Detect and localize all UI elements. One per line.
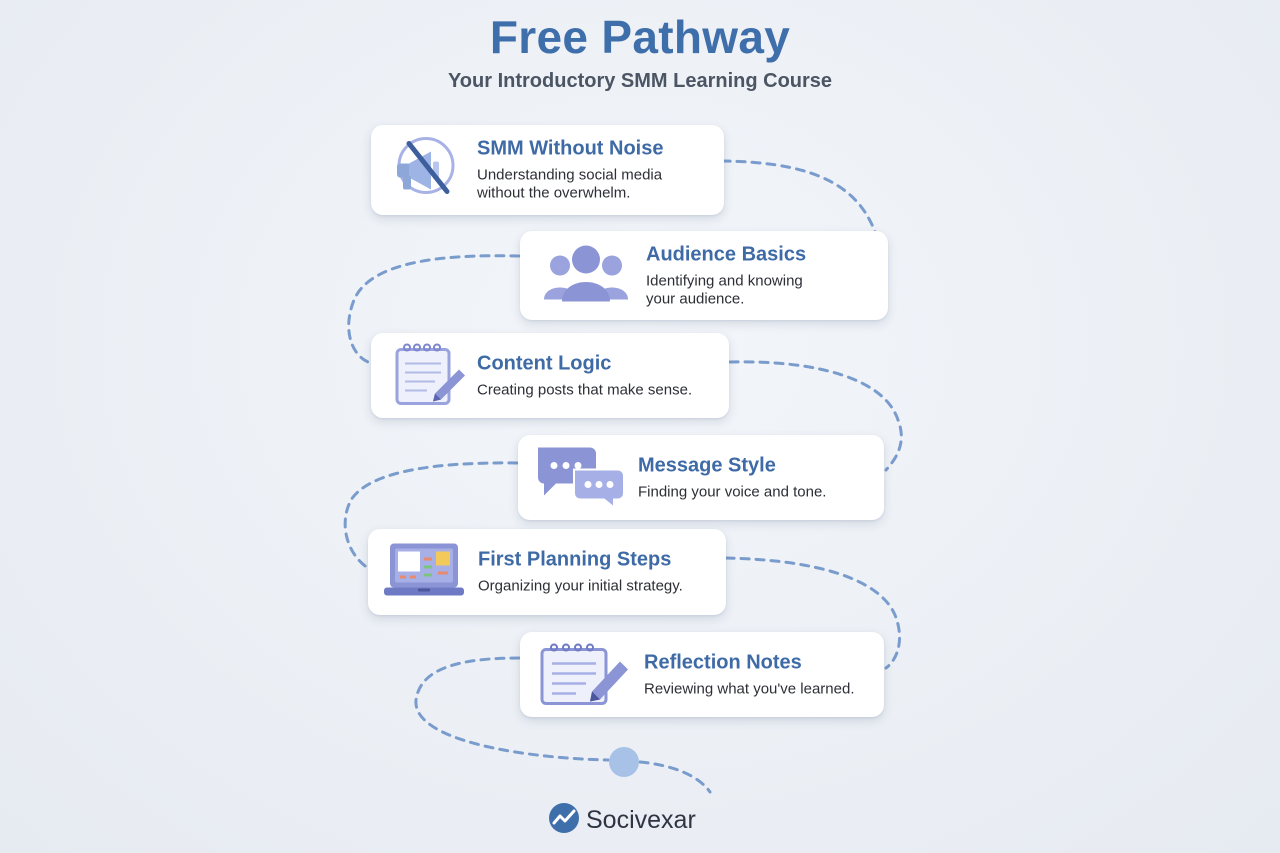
step-title: Audience Basics: [646, 243, 807, 265]
step-description: Finding your voice and tone.: [638, 483, 827, 500]
step-card-audience-basics[interactable]: Audience Basics Identifying and knowing …: [520, 231, 888, 320]
socivexar-logo-icon: [548, 802, 580, 839]
chat-bubbles-icon: [534, 443, 626, 512]
step-description: Organizing your initial strategy.: [478, 577, 683, 595]
step-description: Reviewing what you've learned.: [644, 680, 855, 697]
brand-name: Socivexar: [586, 805, 696, 834]
step-card-message-style[interactable]: Message Style Finding your voice and ton…: [518, 435, 884, 520]
step-card-reflection-notes[interactable]: Reflection Notes Reviewing what you've l…: [520, 632, 884, 717]
pathway-end-dot: [609, 747, 639, 777]
reflection-notepad-icon: [540, 639, 632, 710]
page-title: Free Pathway: [489, 11, 791, 63]
step-title: Content Logic: [477, 352, 612, 374]
muted-megaphone-icon: [393, 136, 457, 205]
notepad-pencil-icon: [395, 341, 467, 410]
step-description: Identifying and knowing your audience.: [646, 272, 803, 307]
step-card-content-logic[interactable]: Content Logic Creating posts that make s…: [371, 333, 729, 418]
step-card-first-planning-steps[interactable]: First Planning Steps Organizing your ini…: [368, 529, 726, 615]
step-title: Message Style: [638, 454, 776, 476]
step-title: Reflection Notes: [644, 651, 802, 673]
page-subtitle: Your Introductory SMM Learning Course: [447, 70, 833, 92]
step-card-smm-without-noise[interactable]: SMM Without Noise Understanding social m…: [371, 125, 724, 215]
planning-laptop-icon: [384, 540, 464, 605]
brand-logo: Socivexar: [548, 800, 696, 840]
audience-group-icon: [544, 243, 628, 308]
step-title: First Planning Steps: [478, 548, 672, 571]
step-description: Understanding social media without the o…: [477, 166, 663, 202]
step-title: SMM Without Noise: [477, 137, 664, 160]
step-description: Creating posts that make sense.: [477, 381, 693, 398]
